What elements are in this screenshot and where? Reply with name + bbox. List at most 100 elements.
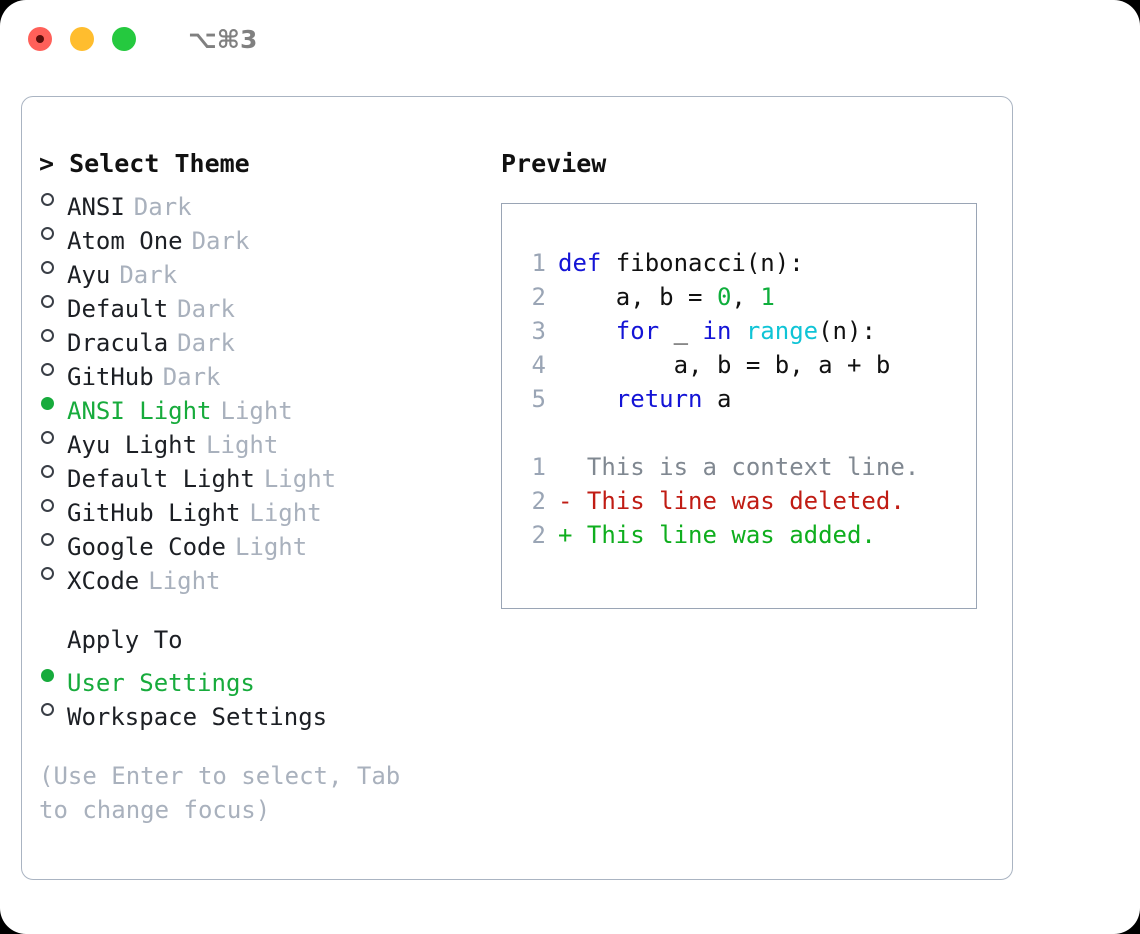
theme-item-variant: Light: [206, 431, 279, 459]
theme-item-10[interactable]: Google Code Light: [39, 521, 489, 561]
code-text: a, b = b, a + b: [558, 348, 891, 382]
token-plain: a, b =: [558, 283, 717, 311]
radio-unselected-icon: [39, 317, 67, 351]
token-kw: def: [558, 249, 616, 277]
theme-item-0[interactable]: ANSI Dark: [39, 181, 489, 221]
token-plain: a, b = b, a + b: [558, 351, 891, 379]
theme-item-variant: Dark: [191, 227, 250, 255]
theme-item-variant: Light: [220, 397, 293, 425]
radio-selected-icon: [39, 385, 67, 419]
close-button[interactable]: [28, 27, 52, 51]
theme-item-variant: Light: [234, 533, 308, 561]
diff-text: This is a context line.: [558, 453, 920, 481]
radio-unselected-icon: [39, 453, 67, 487]
theme-item-label: GitHub: [67, 363, 154, 391]
token-num: 1: [760, 283, 775, 311]
radio-unselected-icon: [39, 555, 67, 589]
token-punct: (n):: [818, 317, 876, 345]
select-theme-header: > Select Theme: [39, 149, 250, 178]
theme-item-label: Ayu Light: [67, 431, 198, 459]
radio-unselected-icon: [39, 351, 67, 385]
theme-item-variant: Light: [263, 465, 337, 493]
line-number: 2: [531, 487, 546, 515]
apply-item-1[interactable]: Workspace Settings: [39, 691, 489, 731]
diff-line-del: 2 - This line was deleted.: [512, 484, 970, 518]
line-number: 1: [531, 249, 546, 277]
token-kw: for: [558, 317, 674, 345]
theme-item-7[interactable]: Ayu Light Light: [39, 419, 489, 459]
diff-text: + This line was added.: [558, 521, 876, 549]
traffic-light-group: [28, 27, 136, 51]
line-number: 3: [531, 317, 546, 345]
token-punct: (n):: [745, 249, 804, 277]
code-line: 2 a, b = 0, 1: [512, 280, 970, 314]
theme-item-4[interactable]: Dracula Dark: [39, 317, 489, 357]
token-builtin: range: [745, 317, 819, 345]
theme-item-9[interactable]: GitHub Light Light: [39, 487, 489, 527]
radio-unselected-icon: [39, 487, 67, 521]
apply-item-0[interactable]: User Settings: [39, 657, 489, 697]
radio-unselected-icon: [39, 419, 67, 453]
radio-unselected-icon: [39, 283, 67, 317]
token-plain: a: [716, 385, 732, 413]
code-text: def fibonacci(n):: [558, 246, 804, 280]
theme-item-1[interactable]: Atom One Dark: [39, 215, 489, 255]
line-number: 4: [531, 351, 546, 379]
minimize-button[interactable]: [70, 27, 94, 51]
title-bar: ⌥⌘3: [0, 0, 1140, 78]
line-number: 5: [531, 385, 546, 413]
theme-item-label: ANSI: [67, 193, 125, 221]
theme-item-variant: Dark: [133, 193, 192, 221]
diff-text: - This line was deleted.: [558, 487, 905, 515]
apply-item-label: User Settings: [67, 669, 255, 697]
radio-unselected-icon: [39, 691, 67, 725]
theme-item-5[interactable]: GitHub Dark: [39, 351, 489, 391]
theme-item-variant: Dark: [177, 329, 235, 357]
radio-unselected-icon: [39, 215, 67, 249]
theme-item-label: Atom One: [67, 227, 183, 255]
maximize-button[interactable]: [112, 27, 136, 51]
token-num: 0: [716, 283, 732, 311]
code-line: 4 a, b = b, a + b: [512, 348, 970, 382]
apply-to-header: Apply To: [67, 626, 183, 654]
code-line: 3 for _ in range(n):: [512, 314, 970, 348]
theme-item-variant: Light: [249, 499, 322, 527]
diff-line-context: 1 This is a context line.: [512, 450, 970, 484]
theme-item-8[interactable]: Default Light Light: [39, 453, 489, 493]
line-number: 2: [531, 283, 546, 311]
line-number: 1: [531, 453, 546, 481]
theme-item-label: Ayu: [67, 261, 111, 289]
code-text: return a: [558, 382, 732, 416]
radio-selected-icon: [39, 657, 67, 691]
radio-unselected-icon: [39, 181, 67, 215]
line-number: 2: [531, 521, 546, 549]
code-line: 5 return a: [512, 382, 970, 416]
theme-item-variant: Dark: [162, 363, 221, 391]
theme-item-label: Default Light: [67, 465, 255, 493]
theme-item-11[interactable]: XCode Light: [39, 555, 489, 595]
diff-sample: 1 This is a context line. 2 - This line wa…: [512, 450, 970, 552]
keyboard-hint-text: (Use Enter to select, Tab to change focu…: [39, 762, 415, 824]
apply-item-label: Workspace Settings: [67, 703, 328, 731]
token-plain: _: [673, 317, 703, 345]
theme-item-label: Google Code: [67, 533, 226, 561]
theme-item-6[interactable]: ANSI Light Light: [39, 385, 489, 425]
theme-item-variant: Light: [148, 567, 221, 595]
radio-unselected-icon: [39, 249, 67, 283]
theme-item-label: XCode: [67, 567, 140, 595]
theme-item-label: Dracula: [67, 329, 169, 357]
code-line: 1 def fibonacci(n):: [512, 246, 970, 280]
theme-item-label: GitHub Light: [67, 499, 241, 527]
diff-line-add: 2 + This line was added.: [512, 518, 970, 552]
theme-item-label: ANSI Light: [67, 397, 212, 425]
